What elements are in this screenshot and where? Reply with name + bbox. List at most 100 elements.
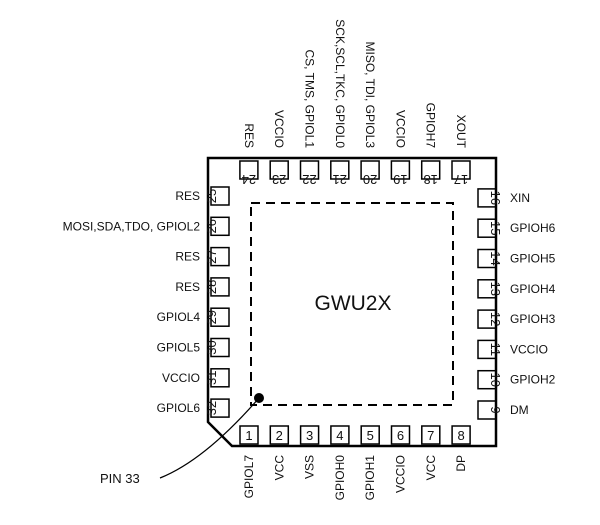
pin-17-label: XOUT bbox=[454, 115, 468, 149]
pin-10-number: 10 bbox=[488, 372, 503, 386]
pin-2-box bbox=[269, 425, 290, 445]
exposed-pad bbox=[250, 202, 454, 406]
pin-16-box bbox=[477, 188, 497, 208]
pin-32-number: 32 bbox=[204, 401, 219, 415]
pin-27-label: RES bbox=[175, 250, 200, 264]
pin-1-label: GPIOL7 bbox=[242, 455, 256, 499]
pin-5-box bbox=[360, 425, 380, 445]
pin33-leader-line bbox=[159, 397, 260, 479]
pin-23-box bbox=[269, 160, 289, 180]
pin-29-label: GPIOL4 bbox=[157, 310, 201, 324]
pin-31-box bbox=[210, 368, 230, 388]
pin-9-box bbox=[477, 400, 497, 420]
pin-22-label: CS, TMS, GPIOL1 bbox=[303, 50, 317, 149]
pin-1-number: 1 bbox=[245, 428, 252, 443]
pin-29-number: 29 bbox=[204, 310, 219, 324]
pin-7-box bbox=[421, 425, 441, 445]
pin-4-label: GPIOH0 bbox=[333, 455, 347, 501]
pin-3-box bbox=[299, 425, 320, 445]
pin-15-number: 15 bbox=[488, 221, 503, 235]
pin-20-number: 20 bbox=[363, 172, 377, 187]
pin-24-box bbox=[239, 160, 259, 180]
pin-25-number: 25 bbox=[204, 189, 219, 203]
pin-7-label: VCC bbox=[424, 455, 438, 481]
pin-12-box bbox=[477, 309, 497, 329]
pin-26-number: 26 bbox=[204, 219, 219, 233]
pin-16-number: 16 bbox=[488, 191, 503, 205]
pin-31-number: 31 bbox=[204, 371, 219, 385]
pin-3-label: VSS bbox=[303, 455, 317, 479]
pin-30-label: GPIOL5 bbox=[157, 341, 201, 355]
pin-24-label: RES bbox=[242, 123, 256, 148]
pin-20-box bbox=[360, 160, 380, 180]
pin-28-label: RES bbox=[175, 280, 200, 294]
pin-13-label: GPIOH4 bbox=[510, 282, 556, 296]
pin-5-label: GPIOH1 bbox=[363, 455, 377, 501]
pin-30-box bbox=[210, 337, 230, 358]
pin-18-label: GPIOH7 bbox=[424, 103, 438, 149]
package-outline bbox=[206, 156, 498, 448]
pin-30-number: 30 bbox=[204, 340, 219, 354]
chip-name: GWU2X bbox=[314, 292, 391, 315]
pin-23-number: 23 bbox=[272, 172, 286, 187]
pin-4-number: 4 bbox=[336, 428, 343, 443]
pin-21-box bbox=[330, 160, 350, 180]
pin-10-label: GPIOH2 bbox=[510, 373, 556, 387]
pin-26-box bbox=[210, 216, 230, 237]
pin-24-number: 24 bbox=[242, 172, 256, 187]
pin-2-label: VCC bbox=[272, 455, 286, 481]
pin-11-box bbox=[477, 339, 497, 360]
pin-27-number: 27 bbox=[204, 249, 219, 263]
pin-4-box bbox=[330, 425, 350, 445]
pin-28-box bbox=[210, 277, 230, 297]
pin-22-box bbox=[299, 160, 320, 180]
pin-5-number: 5 bbox=[367, 428, 374, 443]
pin-22-number: 22 bbox=[302, 172, 316, 187]
pin-27-box bbox=[210, 246, 230, 267]
pin-15-label: GPIOH6 bbox=[510, 221, 556, 235]
pin-9-number: 9 bbox=[488, 406, 503, 413]
pin-20-label: MISO, TDI, GPIOL3 bbox=[363, 42, 377, 149]
pin-32-box bbox=[210, 398, 230, 418]
pin-11-label: VCCIO bbox=[510, 342, 548, 356]
pin-14-number: 14 bbox=[488, 251, 503, 265]
pin-19-box bbox=[390, 160, 411, 180]
pin-9-label: DM bbox=[510, 403, 529, 417]
pin-group: 1GPIOL72VCC3VSS4GPIOH05GPIOH16VCCIO7VCC8… bbox=[63, 19, 556, 500]
pin33-label: PIN 33 bbox=[100, 471, 140, 486]
pin-25-box bbox=[210, 186, 230, 206]
pin-7-number: 7 bbox=[427, 428, 434, 443]
pin-2-number: 2 bbox=[276, 428, 283, 443]
pin-18-box bbox=[420, 160, 441, 180]
pin-32-label: GPIOL6 bbox=[157, 401, 201, 415]
pin-26-label: MOSI,SDA,TDO, GPIOL2 bbox=[63, 219, 201, 233]
pin-13-number: 13 bbox=[488, 282, 503, 296]
pin-10-box bbox=[477, 369, 497, 390]
pin-8-number: 8 bbox=[457, 428, 464, 443]
pin-19-number: 19 bbox=[393, 172, 407, 187]
pin-14-label: GPIOH5 bbox=[510, 252, 556, 266]
pin-28-number: 28 bbox=[204, 280, 219, 294]
pin-25-label: RES bbox=[175, 189, 200, 203]
pin-14-box bbox=[477, 248, 497, 269]
pin-6-label: VCCIO bbox=[394, 455, 408, 493]
pin-19-label: VCCIO bbox=[393, 110, 407, 148]
pin-17-box bbox=[451, 160, 471, 180]
pin-21-label: SCK,SCL,TKC, GPIOL0 bbox=[333, 19, 347, 148]
pin-12-number: 12 bbox=[488, 312, 503, 326]
pin-16-label: XIN bbox=[510, 191, 530, 205]
pin-3-number: 3 bbox=[306, 428, 313, 443]
pin-6-box bbox=[390, 425, 411, 445]
pin-18-number: 18 bbox=[423, 172, 437, 187]
pin-29-box bbox=[210, 307, 230, 327]
pin-23-label: VCCIO bbox=[272, 110, 286, 148]
pin-31-label: VCCIO bbox=[162, 371, 200, 385]
pin-15-box bbox=[477, 218, 497, 238]
pin-13-box bbox=[477, 279, 497, 299]
pin-8-label: DP bbox=[454, 455, 468, 472]
pin-6-number: 6 bbox=[397, 428, 404, 443]
pin-1-box bbox=[239, 425, 259, 445]
pin-21-number: 21 bbox=[333, 172, 347, 187]
pin-11-number: 11 bbox=[488, 343, 503, 357]
